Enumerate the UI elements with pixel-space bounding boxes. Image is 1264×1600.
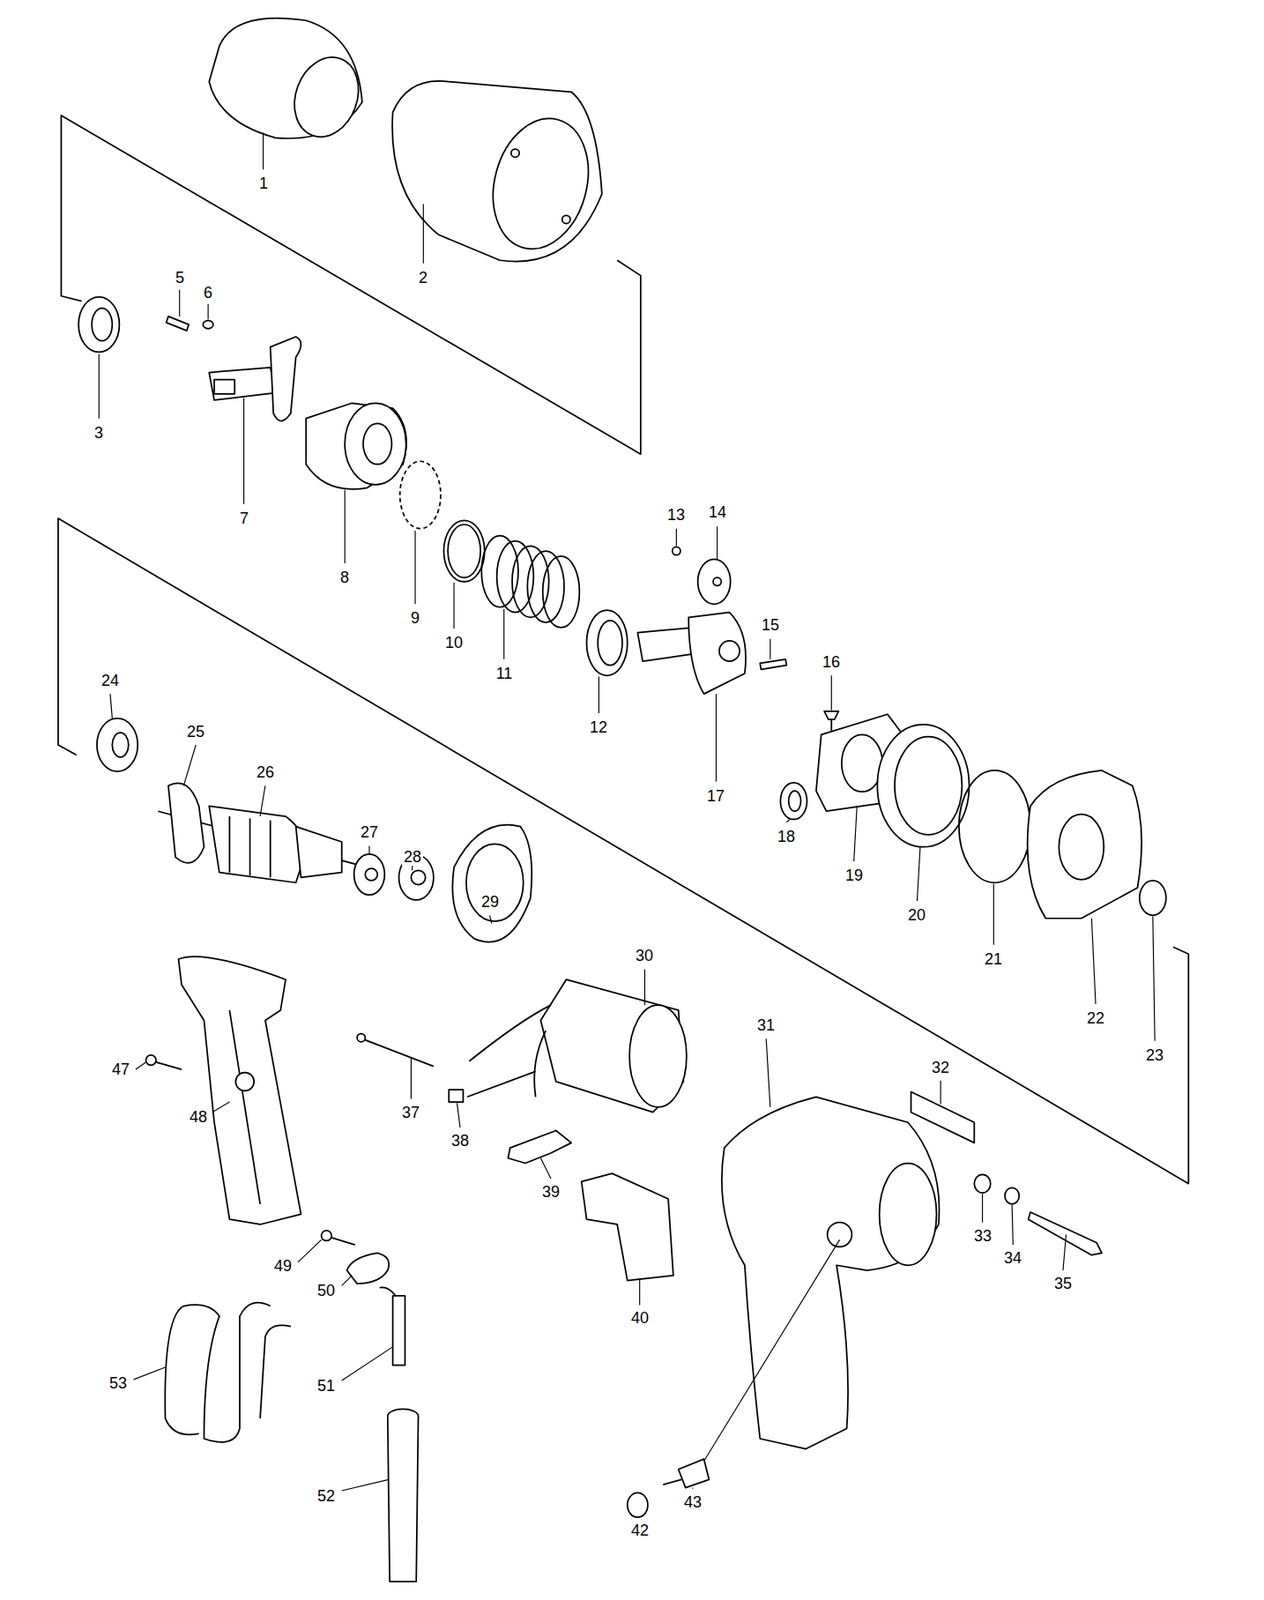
callout-number: 16: [820, 653, 842, 671]
callout-number: 17: [705, 787, 727, 805]
callout-number: 7: [237, 509, 251, 528]
callout-number: 19: [843, 866, 865, 885]
callout-number: 11: [494, 664, 515, 683]
callout-number: 28: [401, 847, 424, 866]
callout-number: 27: [358, 823, 380, 841]
callout-number: 29: [479, 892, 501, 911]
callout-number: 12: [587, 718, 610, 737]
callout-number: 52: [315, 1487, 337, 1505]
callout-number: 1: [257, 174, 270, 193]
callout-number: 6: [201, 283, 215, 302]
callout-number: 15: [759, 616, 781, 634]
callout-number: 47: [110, 1060, 132, 1079]
callout-number: 43: [682, 1493, 704, 1511]
callout-number: 37: [400, 1103, 422, 1122]
callout-number: 23: [1144, 1046, 1166, 1064]
callout-number: 33: [972, 1226, 994, 1245]
callout-number: 9: [408, 609, 422, 627]
callout-number: 8: [338, 568, 351, 587]
callout-number: 30: [633, 946, 655, 965]
callout-number: 25: [185, 722, 207, 741]
callout-number: 24: [99, 671, 121, 690]
callout-number: 35: [1052, 1274, 1074, 1293]
callout-number: 21: [982, 950, 1004, 968]
callout-number: 42: [629, 1521, 651, 1540]
callout-number: 26: [254, 763, 276, 781]
callout-number: 49: [272, 1256, 294, 1275]
callout-number: 39: [540, 1182, 562, 1201]
callout-number: 48: [187, 1107, 209, 1126]
callout-number: 13: [665, 505, 687, 524]
callout-number: 22: [1085, 1009, 1107, 1027]
callout-number: 53: [107, 1374, 129, 1392]
callout-number: 3: [92, 423, 105, 442]
callout-number: 14: [706, 503, 729, 521]
callout-number: 31: [755, 1016, 777, 1034]
callout-number: 50: [315, 1281, 337, 1300]
callout-number: 34: [1002, 1249, 1024, 1267]
callout-number: 40: [629, 1308, 651, 1327]
callout-number: 18: [775, 827, 797, 846]
callout-number: 32: [929, 1058, 952, 1077]
callout-number: 38: [449, 1131, 471, 1150]
callout-number: 51: [315, 1376, 337, 1395]
callout-number: 2: [416, 268, 430, 287]
callout-number: 10: [443, 633, 465, 652]
callout-number: 20: [906, 906, 928, 924]
callout-number: 5: [173, 268, 186, 287]
